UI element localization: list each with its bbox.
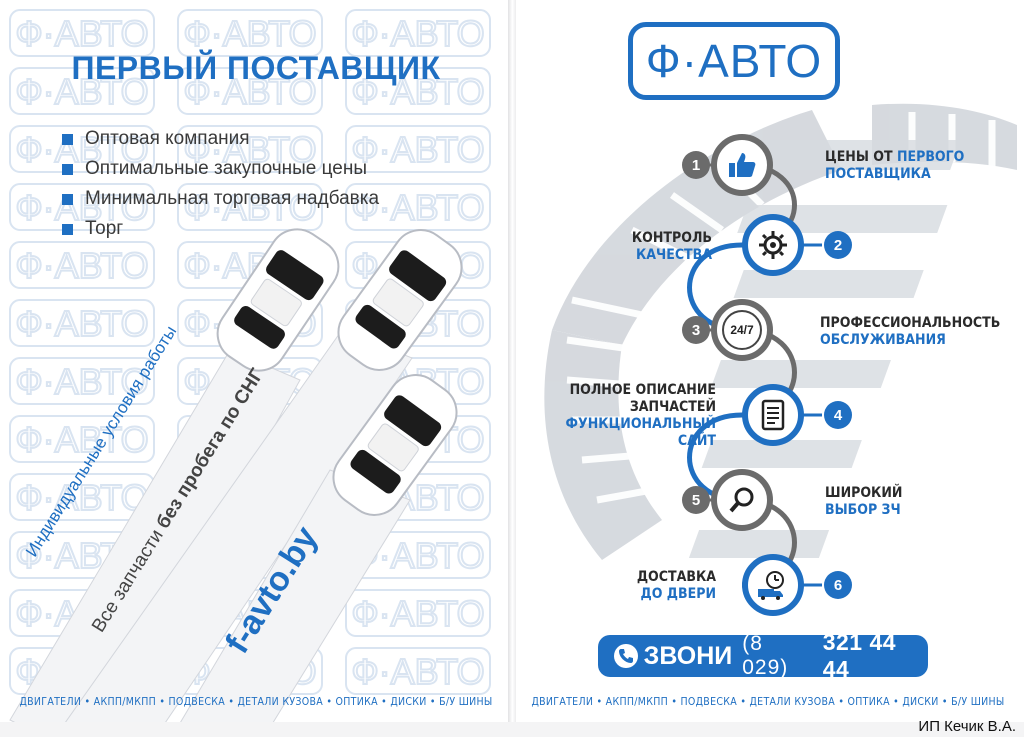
feature-4-text: ПОЛНОЕ ОПИСАНИЕ ЗАПЧАСТЕЙ ФУНКЦИОНАЛЬНЫЙ…	[565, 382, 716, 449]
thumbs-up-icon	[711, 134, 773, 196]
feature-6-text: ДОСТАВКА ДО ДВЕРИ	[636, 569, 716, 602]
watermark-tile	[9, 299, 155, 347]
watermark-tile	[9, 9, 155, 57]
watermark-tile-text: Ф·АВТО	[183, 187, 316, 228]
right-page: Ф·АВТО 1 ЦЕНЫ ОТ ПЕРВОГО ПОСТАВЩИКА 2 КО…	[512, 0, 1024, 722]
bullet-square-icon	[62, 193, 73, 205]
watermark-tile-text: Ф·АВТО	[351, 129, 484, 170]
watermark-tile-text: Ф·АВТО	[15, 303, 148, 344]
watermark-tile	[345, 589, 491, 637]
watermark-tile	[9, 67, 155, 115]
phone-number: 321 44 44	[822, 629, 897, 682]
feature-5-text: ШИРОКИЙ ВЫБОР ЗЧ	[825, 485, 903, 518]
feature-number-5: 5	[682, 486, 710, 514]
page-headline: ПЕРВЫЙ ПОСТАВЩИК	[71, 50, 441, 86]
corner-caption: ИП Кечик В.А.	[918, 718, 1016, 735]
watermark-tile	[9, 241, 155, 289]
watermark-tile-text: Ф·АВТО	[183, 13, 316, 54]
feature-number-1: 1	[682, 151, 710, 179]
watermark-tile-text: Ф·АВТО	[15, 187, 148, 228]
bullet-item: Оптимальные закупочные цены	[62, 154, 379, 184]
watermark-tile-text: Ф·АВТО	[183, 71, 316, 112]
car-illustration-1	[216, 228, 340, 372]
feature-number-4: 4	[824, 401, 852, 429]
bullet-item: Минимальная торговая надбавка	[62, 184, 379, 214]
watermark-tile-text: Ф·АВТО	[15, 419, 148, 460]
delivery-truck-icon	[742, 554, 804, 616]
feature-number-2: 2	[824, 231, 852, 259]
left-footer-categories: ДВИГАТЕЛИ • АКПП/МКПП • ПОДВЕСКА • ДЕТАЛ…	[19, 696, 493, 708]
car-illustration-2	[337, 229, 463, 371]
watermark-tile	[9, 183, 155, 231]
car-illustration-3	[332, 374, 458, 516]
bullet-square-icon	[62, 163, 73, 175]
feature-3-text: ПРОФЕССИОНАЛЬНОСТЬ ОБСЛУЖИВАНИЯ	[820, 315, 1001, 348]
watermark-tile	[177, 125, 323, 173]
watermark-tile-text: Ф·АВТО	[15, 71, 148, 112]
phone-code: (8 029)	[742, 632, 789, 679]
watermark-tile	[177, 9, 323, 57]
watermark-tile	[177, 183, 323, 231]
left-page: Ф·АВТО Ф·АВТО Ф·АВТО Ф·АВТО Ф·АВТО Ф·АВТО Ф·АВ…	[0, 0, 512, 722]
watermark-tile-text: Ф·АВТО	[351, 187, 484, 228]
24-7-icon: 24/7	[711, 299, 773, 361]
feature-number-6: 6	[824, 571, 852, 599]
watermark-tile	[345, 647, 491, 695]
watermark-tile-text: Ф·АВТО	[183, 129, 316, 170]
feature-2-text: КОНТРОЛЬ КАЧЕСТВА	[631, 230, 712, 263]
watermark-tile	[177, 67, 323, 115]
watermark-tile-text: Ф·АВТО	[15, 245, 148, 286]
phone-icon	[614, 644, 638, 668]
watermark-tile-text: Ф·АВТО	[351, 651, 484, 692]
watermark-tile-text: Ф·АВТО	[351, 71, 484, 112]
call-label: ЗВОНИ	[643, 641, 733, 670]
call-phone-banner[interactable]: ЗВОНИ (8 029) 321 44 44	[598, 629, 928, 682]
watermark-tile	[345, 9, 491, 57]
bullet-item: Оптовая компания	[62, 124, 379, 154]
watermark-tile-text: Ф·АВТО	[15, 477, 148, 518]
watermark-tile	[345, 125, 491, 173]
speed-stripe-1	[9, 349, 301, 722]
car-stripes-illustration	[9, 228, 463, 722]
document-icon	[742, 384, 804, 446]
booklet-spine	[508, 0, 516, 722]
bullet-item: Торг	[62, 214, 379, 244]
watermark-tile-text: Ф·АВТО	[15, 13, 148, 54]
watermark-tile-text: Ф·АВТО	[351, 593, 484, 634]
watermark-tile-text: Ф·АВТО	[351, 13, 484, 54]
watermark-tile	[9, 415, 155, 463]
bullet-list: Оптовая компания Оптимальные закупочные …	[62, 124, 379, 244]
gear-wrench-icon	[742, 214, 804, 276]
feature-1-text: ЦЕНЫ ОТ ПЕРВОГО ПОСТАВЩИКА	[825, 149, 965, 182]
watermark-tile-text: Ф·АВТО	[15, 129, 148, 170]
watermark-tile-text: Ф·АВТО	[15, 361, 148, 402]
brand-logo: Ф·АВТО	[628, 22, 840, 100]
bullet-square-icon	[62, 133, 73, 145]
bullet-square-icon	[62, 223, 73, 235]
right-footer-categories: ДВИГАТЕЛИ • АКПП/МКПП • ПОДВЕСКА • ДЕТАЛ…	[531, 696, 1005, 708]
magnifier-icon	[711, 469, 773, 531]
watermark-tile	[345, 67, 491, 115]
feature-number-3: 3	[682, 316, 710, 344]
watermark-tile	[9, 125, 155, 173]
watermark-tile	[9, 357, 155, 405]
